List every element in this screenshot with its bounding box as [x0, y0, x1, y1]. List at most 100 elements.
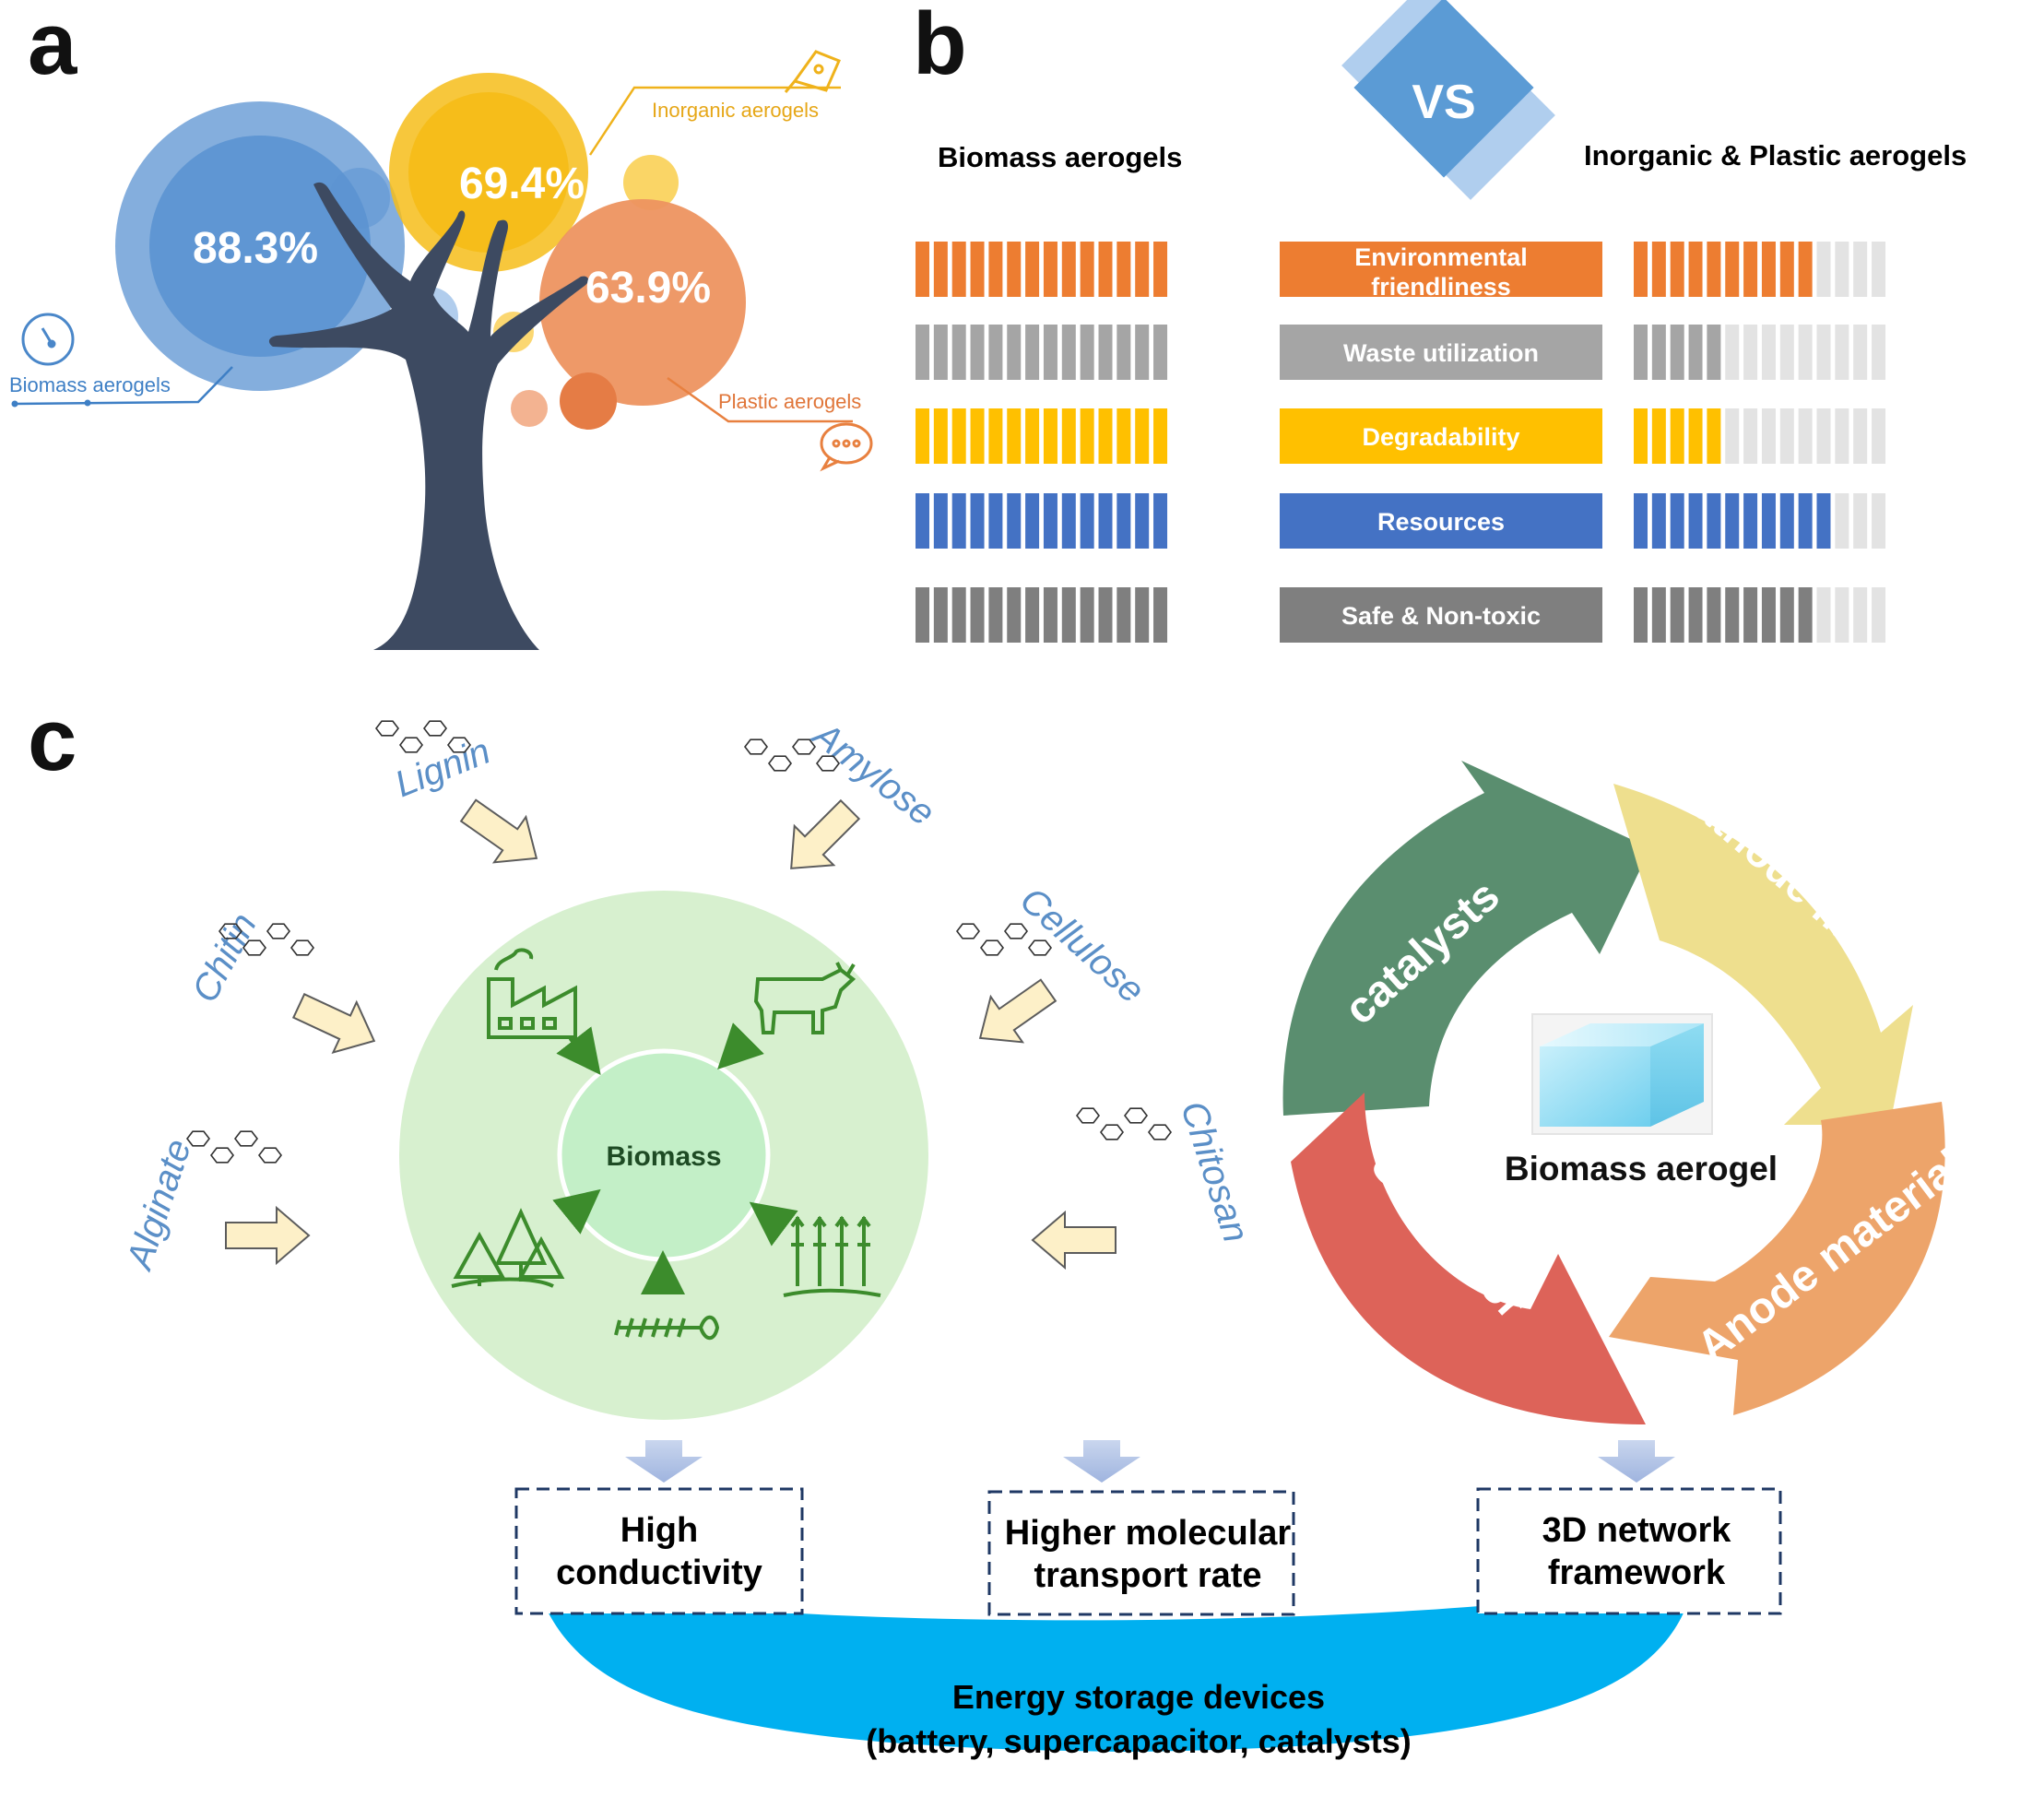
- biomass-bar-segment: [970, 325, 985, 380]
- biomass-bar-segment: [1025, 242, 1040, 297]
- other-bar-segment: [1651, 325, 1666, 380]
- property-box: 3D network framework: [1476, 1487, 1782, 1615]
- panel-label-c: c: [28, 691, 77, 789]
- biomass-bar-segment: [951, 242, 966, 297]
- other-bar-segment: [1761, 325, 1776, 380]
- source-label: Chitin: [184, 906, 265, 1009]
- other-bar-segment: [1816, 242, 1831, 297]
- biomass-bar-segment: [951, 587, 966, 643]
- cow-icon: [753, 962, 857, 1034]
- plastic-percent: 63.9%: [585, 264, 711, 313]
- other-bar-segment: [1725, 493, 1740, 549]
- inorganic-percent: 69.4%: [459, 160, 585, 208]
- biomass-bar-segment: [1117, 325, 1131, 380]
- criterion-label-box: [1280, 325, 1602, 380]
- biomass-bar-segment: [988, 242, 1003, 297]
- biomass-bar-segment: [1135, 242, 1150, 297]
- small-bubble: [623, 155, 679, 210]
- cycle-center-label: Biomass aerogel: [1505, 1150, 1778, 1188]
- other-bar-segment: [1798, 587, 1813, 643]
- other-bar-segment: [1725, 587, 1740, 643]
- other-bar-segment: [1816, 587, 1831, 643]
- biomass-bar-segment: [1153, 587, 1168, 643]
- other-bar-segment: [1872, 325, 1886, 380]
- property-box: Higher molecular transport rate: [987, 1490, 1295, 1616]
- biomass-bar-segment: [988, 493, 1003, 549]
- inorganic-callout-line: [588, 86, 841, 156]
- chat-bubble-icon: [820, 422, 873, 472]
- down-arrow-icon: [1598, 1440, 1675, 1483]
- other-bar-segment: [1651, 242, 1666, 297]
- criterion-label: Safe & Non-toxic: [1341, 602, 1541, 630]
- other-bar-segment: [1761, 587, 1776, 643]
- molecule-structure-icon: [1075, 1107, 1173, 1140]
- gauge-icon: [21, 313, 75, 366]
- factory-icon: [487, 948, 577, 1039]
- callout-dot: [11, 400, 18, 408]
- other-bar-segment: [1761, 408, 1776, 464]
- biomass-callout-line: [14, 366, 233, 406]
- inorganic-callout: Inorganic aerogels: [588, 50, 841, 156]
- criterion-label-box: [1280, 587, 1602, 643]
- biomass-bar-segment: [1061, 242, 1076, 297]
- plastic-callout-label: Plastic aerogels: [718, 390, 861, 413]
- panel-a: a 88.3% 69.4% 63.9%: [9, 0, 873, 651]
- other-bar-segment: [1707, 242, 1721, 297]
- comparison-row: Degradability: [916, 408, 1886, 464]
- other-bar-segment: [1835, 493, 1849, 549]
- criterion-label: Environmental: [1354, 243, 1528, 271]
- source-arrow-icon: [1031, 1210, 1117, 1270]
- molecule-structure-icon: [185, 1130, 283, 1164]
- other-bar-segment: [1743, 587, 1758, 643]
- panel-label-a: a: [28, 0, 77, 93]
- other-bar-segment: [1651, 587, 1666, 643]
- biomass-bar-segment: [988, 325, 1003, 380]
- biomass-bar-segment: [1098, 325, 1113, 380]
- biomass-bar-segment: [1080, 493, 1094, 549]
- criterion-label: Resources: [1377, 508, 1505, 536]
- biomass-bar-segment: [1061, 587, 1076, 643]
- biomass-bar-segment: [1098, 587, 1113, 643]
- forest-icon: [451, 1208, 565, 1288]
- biomass-bar-segment: [1153, 242, 1168, 297]
- biomass-bar-segment: [1025, 587, 1040, 643]
- other-bar-segment: [1835, 408, 1849, 464]
- biomass-bar-segment: [1080, 408, 1094, 464]
- other-bar-segment: [1651, 408, 1666, 464]
- biomass-bar-segment: [1007, 493, 1022, 549]
- biomass-bar-segment: [1117, 493, 1131, 549]
- biomass-bar-segment: [951, 325, 966, 380]
- source-alginate: Alginate: [119, 1130, 311, 1275]
- other-bar-segment: [1688, 587, 1703, 643]
- biomass-bar-segment: [916, 242, 929, 297]
- biomass-bar-segment: [933, 493, 948, 549]
- comparison-row: Resources: [916, 493, 1886, 549]
- biomass-bar-segment: [1098, 242, 1113, 297]
- source-amylose: Amylose: [743, 714, 942, 869]
- criterion-label: Waste utilization: [1343, 339, 1539, 367]
- cathode-segment: [1613, 784, 1913, 1125]
- property-box-line: transport rate: [1034, 1556, 1261, 1595]
- other-bar-segment: [1779, 493, 1794, 549]
- other-bar-segment: [1816, 325, 1831, 380]
- comparison-row: Safe & Non-toxic: [916, 587, 1886, 643]
- small-bubble: [560, 372, 617, 430]
- other-bar-segment: [1707, 587, 1721, 643]
- criterion-label-box: [1280, 408, 1602, 464]
- energy-storage-bowl: [535, 1575, 1696, 1752]
- other-bar-segment: [1743, 493, 1758, 549]
- biomass-bar-segment: [1098, 408, 1113, 464]
- biomass-bar-segment: [970, 587, 985, 643]
- catalysts-segment: [1282, 761, 1650, 1116]
- source-arrow-icon: [291, 992, 376, 1054]
- other-bar-segment: [1688, 325, 1703, 380]
- panel-label-b: b: [913, 0, 967, 93]
- center-arrows: [552, 1022, 798, 1294]
- biomass-bar-segment: [970, 408, 985, 464]
- molecule-structure-icon: [374, 720, 472, 753]
- biomass-bar-segment: [951, 493, 966, 549]
- bowl-title: Energy storage devices: [952, 1678, 1325, 1716]
- biomass-bar-segment: [1135, 493, 1150, 549]
- other-bar-segment: [1670, 325, 1684, 380]
- other-bar-segment: [1798, 493, 1813, 549]
